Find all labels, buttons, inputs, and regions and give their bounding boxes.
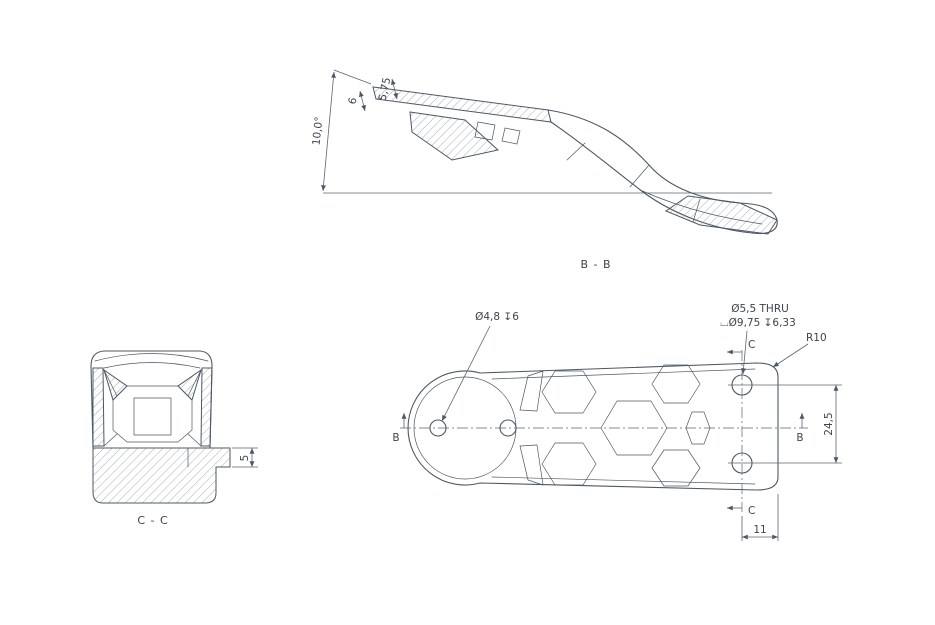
leader-hole-cbore <box>741 330 748 375</box>
dim-angle-label: 10,0° <box>311 116 326 146</box>
hex-pocket-top-right <box>651 364 701 404</box>
callout-hole-thru: Ø5,5 THRU <box>731 303 789 315</box>
hex-pocket-bottom-right <box>651 449 701 487</box>
edge-fillet-lines <box>491 368 756 485</box>
section-marker-c-bottom: C <box>748 505 755 517</box>
dim-245-extensions <box>728 384 842 464</box>
pedal-plate-section <box>372 86 552 123</box>
dim-575-label: 5,75 <box>377 76 394 101</box>
cc-dome-arcs <box>94 353 209 369</box>
leader-radius <box>772 343 809 368</box>
plan-view: B B C C Ø4,8 ↧6 Ø5,5 THRU ⌴Ø9,75 ↧6,33 R… <box>392 303 842 541</box>
section-view-cc: 5 C - C <box>90 350 258 527</box>
section-marker-b-right: B <box>796 432 803 444</box>
bracket-outline <box>407 362 779 491</box>
callout-hole-small: Ø4,8 ↧6 <box>475 311 519 323</box>
cc-outer-outline <box>90 350 213 449</box>
section-marker-b-left: B <box>392 432 399 444</box>
lever-tail-section <box>664 195 778 235</box>
cc-octagon-ring <box>112 385 193 443</box>
dim-575-line <box>391 78 398 100</box>
angle-extension-line <box>333 69 372 85</box>
section-view-bb: 10,0° 5,75 6 B - B <box>311 69 778 271</box>
dim-245-label: 24,5 <box>823 412 835 435</box>
dim-11-label: 11 <box>753 524 766 536</box>
angle-dimension-line <box>321 71 336 192</box>
clip-features <box>474 121 521 145</box>
cc-square-bore <box>133 397 172 436</box>
side-pockets-left <box>519 370 544 486</box>
view-label-bb: B - B <box>580 258 611 271</box>
leader-hole-small <box>441 325 491 422</box>
pedal-rib-section <box>409 111 500 161</box>
view-label-cc: C - C <box>137 514 168 527</box>
hex-pocket-bottom-left <box>541 442 597 486</box>
callout-radius: R10 <box>806 332 827 344</box>
cc-corner-sections <box>103 368 202 401</box>
dim-6-line <box>359 90 366 112</box>
hex-pocket-top-left <box>541 370 597 414</box>
cc-foot-section <box>92 447 231 504</box>
dim-5-label: 5 <box>239 455 251 462</box>
callout-hole-cbore: ⌴Ø9,75 ↧6,33 <box>720 317 796 329</box>
section-marker-c-top: C <box>748 339 755 351</box>
dim-6-label: 6 <box>346 96 359 105</box>
